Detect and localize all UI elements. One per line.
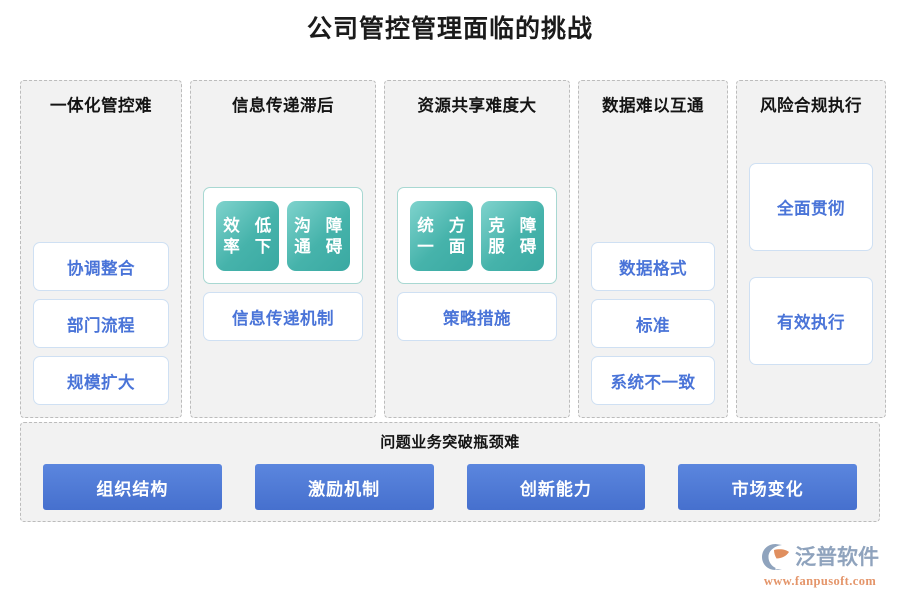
bottom-band-title: 问题业务突破瓶颈难 bbox=[380, 435, 520, 451]
column-title: 风险合规执行 bbox=[760, 96, 862, 115]
chip-group-card: 统一 方面 克服 障碍 bbox=[397, 187, 557, 284]
challenge-column-information-lag: 信息传递滞后 效率 低下 沟通 障碍 信息传递机制 bbox=[190, 80, 376, 418]
logo-url: www.fanpusoft.com bbox=[763, 574, 877, 588]
challenge-chip[interactable]: 统一 方面 bbox=[410, 200, 473, 271]
challenge-item-box[interactable]: 信息传递机制 bbox=[203, 292, 363, 341]
bottom-item-box[interactable]: 创新能力 bbox=[466, 464, 646, 510]
challenge-item-box[interactable]: 部门流程 bbox=[33, 299, 169, 348]
challenge-chip[interactable]: 沟通 障碍 bbox=[287, 200, 350, 271]
challenge-chip[interactable]: 克服 障碍 bbox=[481, 200, 544, 271]
challenge-column-data-interoperability: 数据难以互通 数据格式 标准 系统不一致 bbox=[578, 80, 728, 418]
chip-line-1: 克服 bbox=[488, 215, 506, 256]
logo-name: 泛普软件 bbox=[795, 545, 879, 569]
column-title: 一体化管控难 bbox=[50, 96, 152, 115]
challenge-item-box[interactable]: 系统不一致 bbox=[591, 356, 715, 405]
challenge-column-integrated-control: 一体化管控难 协调整合 部门流程 规模扩大 bbox=[20, 80, 182, 418]
column-title: 数据难以互通 bbox=[602, 96, 704, 115]
bottom-item-box[interactable]: 激励机制 bbox=[254, 464, 434, 510]
challenge-item-box[interactable]: 标准 bbox=[591, 299, 715, 348]
challenge-item-box[interactable]: 策略措施 bbox=[397, 292, 557, 341]
chip-group-card: 效率 低下 沟通 障碍 bbox=[203, 187, 363, 284]
bottom-item-box[interactable]: 组织结构 bbox=[43, 464, 222, 510]
fanpu-logo-icon bbox=[762, 544, 789, 570]
brand-logo: 泛普软件 www.fanpusoft.com bbox=[752, 542, 888, 590]
chip-line-2: 障碍 bbox=[519, 215, 537, 256]
bottom-band: 问题业务突破瓶颈难 组织结构 激励机制 创新能力 市场变化 bbox=[20, 422, 880, 522]
challenge-item-box[interactable]: 规模扩大 bbox=[33, 356, 169, 405]
bottom-box-row: 组织结构 激励机制 创新能力 市场变化 bbox=[43, 464, 857, 510]
challenge-item-box[interactable]: 数据格式 bbox=[591, 242, 715, 291]
column-title: 信息传递滞后 bbox=[232, 96, 334, 115]
chip-line-1: 统一 bbox=[417, 215, 435, 256]
chip-line-2: 方面 bbox=[448, 215, 466, 256]
challenge-columns: 一体化管控难 协调整合 部门流程 规模扩大 信息传递滞后 效率 低下 沟通 障碍… bbox=[20, 80, 886, 418]
column-title: 资源共享难度大 bbox=[417, 96, 537, 115]
page-title: 公司管控管理面临的挑战 bbox=[306, 16, 593, 43]
challenge-item-box[interactable]: 全面贯彻 bbox=[749, 163, 873, 251]
chip-line-1: 效率 bbox=[223, 215, 241, 256]
challenge-item-box[interactable]: 协调整合 bbox=[33, 242, 169, 291]
challenge-column-risk-compliance: 风险合规执行 全面贯彻 有效执行 bbox=[736, 80, 886, 418]
chip-line-1: 沟通 bbox=[294, 215, 312, 256]
chip-line-2: 低下 bbox=[254, 215, 272, 256]
bottom-item-box[interactable]: 市场变化 bbox=[678, 464, 857, 510]
challenge-item-box[interactable]: 有效执行 bbox=[749, 277, 873, 365]
challenge-column-resource-sharing: 资源共享难度大 统一 方面 克服 障碍 策略措施 bbox=[384, 80, 570, 418]
logo-row: 泛普软件 bbox=[761, 542, 879, 572]
challenge-chip[interactable]: 效率 低下 bbox=[216, 200, 279, 271]
chip-line-2: 障碍 bbox=[325, 215, 343, 256]
